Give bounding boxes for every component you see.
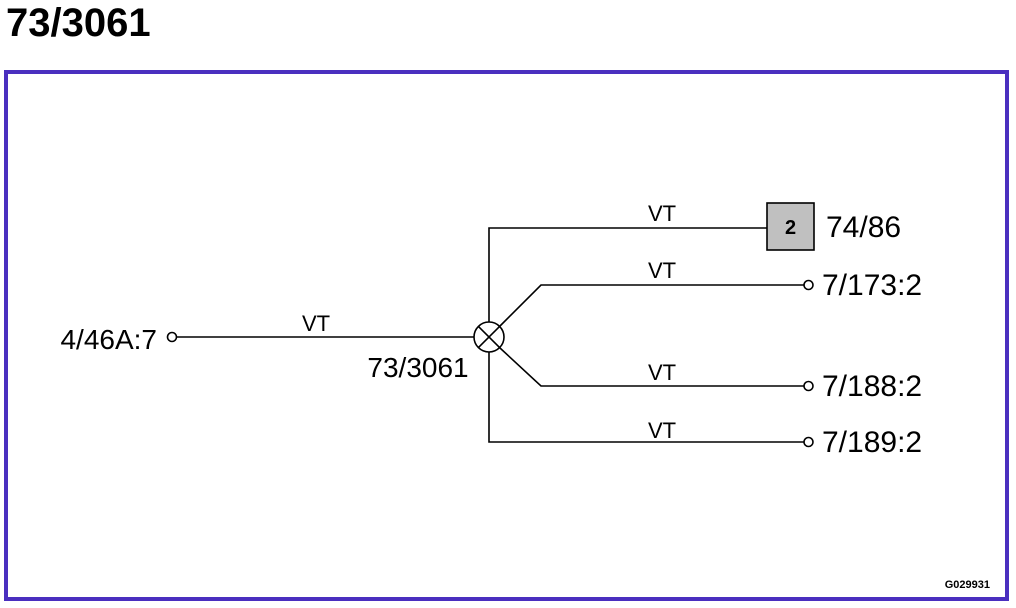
splice-cross-circle-icon [473, 321, 505, 353]
output-wire-7-173-2 [499, 284, 804, 327]
output-label-7-189-2: 7/189:2 [822, 426, 922, 459]
output-label-74-86: 74/86 [826, 211, 901, 244]
page-title: 73/3061 [6, 1, 151, 45]
input-terminal-icon [166, 331, 178, 343]
output-wire-74-86 [488, 227, 767, 322]
connector-number: 2 [785, 217, 796, 239]
output-wire-7-188-2 [499, 347, 804, 387]
output-wire-color-7-173-2: VT [648, 258, 676, 283]
output-wire-color-7-189-2: VT [648, 418, 676, 443]
output-label-7-188-2: 7/188:2 [822, 370, 922, 403]
diagram-frame [4, 70, 1009, 601]
output-wire-color-74-86: VT [648, 201, 676, 226]
terminal-7-189-2-icon [803, 436, 814, 448]
output-label-7-173-2: 7/173:2 [822, 269, 922, 302]
output-wire-color-7-188-2: VT [648, 360, 676, 385]
output-wire-7-189-2 [488, 352, 804, 443]
input-label: 4/46A:7 [60, 324, 157, 355]
terminal-7-173-2-icon [803, 279, 814, 291]
splice-label: 73/3061 [367, 352, 468, 383]
terminal-7-188-2-icon [803, 380, 814, 392]
input-wire-color: VT [302, 311, 330, 336]
figure-id: G029931 [945, 579, 990, 591]
connector-box-icon [766, 202, 815, 251]
